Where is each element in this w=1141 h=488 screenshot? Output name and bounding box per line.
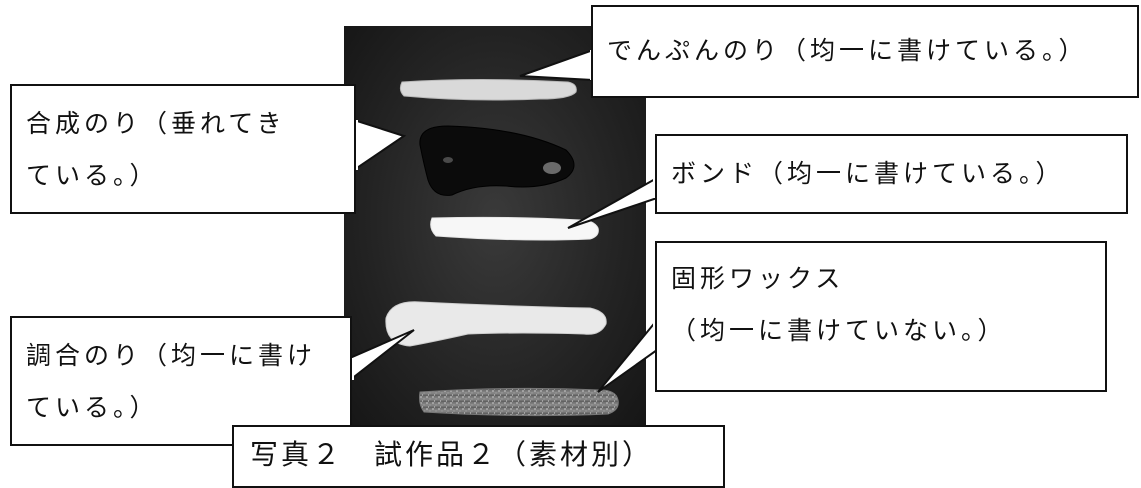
callout-text-line-1: 合成のり（垂れてき — [26, 109, 286, 138]
callout-bond: ボンド（均一に書けている。） — [655, 134, 1128, 214]
synthetic-glue-blob — [419, 125, 575, 196]
callout-synthetic-glue: 合成のり（垂れてき ている。） — [10, 84, 356, 214]
callout-text-line-2: （均一に書けていない。） — [671, 316, 1007, 345]
callout-text-line-1: 調合のり（均一に書け — [26, 341, 317, 370]
callout-solid-wax: 固形ワックス （均一に書けていない。） — [655, 241, 1107, 392]
photo-caption: 写真２ 試作品２（素材別） — [232, 425, 725, 488]
callout-text-line-1: 固形ワックス — [671, 264, 845, 293]
callout-text-line-2: ている。） — [26, 161, 159, 190]
blended-paste-streak — [385, 301, 607, 347]
callout-text-line-2: ている。） — [26, 393, 159, 422]
callout-text: でんぷんのり（均一に書けている。） — [607, 36, 1088, 65]
callout-starch-paste: でんぷんのり（均一に書けている。） — [591, 5, 1139, 98]
glue-highlight — [543, 162, 561, 174]
bond-streak — [430, 216, 599, 241]
callout-text: ボンド（均一に書けている。） — [671, 159, 1065, 188]
callout-blended-paste: 調合のり（均一に書け ている。） — [10, 316, 352, 446]
solid-wax-streak — [419, 387, 619, 417]
starch-paste-streak — [399, 79, 577, 101]
glue-highlight — [443, 157, 453, 163]
